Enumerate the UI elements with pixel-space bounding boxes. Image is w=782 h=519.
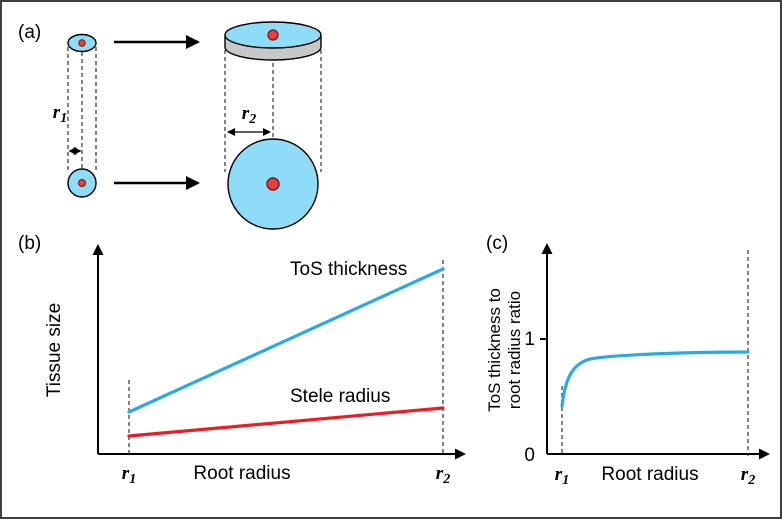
panel-c-x-axis-title: Root radius (601, 464, 698, 485)
r2-sub: 2 (747, 473, 755, 488)
panel-b-y-axis-title: Tissue size (44, 303, 65, 397)
r2-sub: 2 (248, 112, 256, 127)
r1-sub: 1 (60, 111, 67, 126)
panel-a-label: (a) (18, 22, 41, 43)
large-root-cylinder (224, 21, 322, 230)
ratio-curve (560, 350, 750, 408)
panel-c-y-axis-title-line1: ToS thickness to (485, 288, 504, 412)
panel-c-x-tick-r1: r1 (555, 464, 569, 488)
r1-label-panel-a: r1 (53, 102, 67, 126)
panel-c-y-tick-label-0: 0 (524, 445, 535, 466)
r2-base: r (242, 103, 250, 124)
panel-b-x-tick-r2: r2 (436, 463, 450, 487)
panel-c-y-axis-title: ToS thickness to root radius ratio (485, 288, 524, 412)
small-root-top-stele-dot (78, 39, 86, 47)
r2-base: r (741, 464, 749, 485)
panel-c-label: (c) (486, 233, 508, 254)
tos-thickness-series-label: ToS thickness (290, 259, 407, 280)
r2-sub: 2 (442, 472, 450, 487)
stele-radius-series-label: Stele radius (290, 386, 390, 407)
r1-sub: 1 (562, 473, 569, 488)
r2-label-panel-a: r2 (242, 103, 256, 127)
large-root-stele-dot (266, 177, 280, 191)
panel-c-y-axis-title-line2: root radius ratio (505, 291, 524, 409)
panel-c-y-tick-label-1: 1 (524, 329, 535, 350)
small-root-cylinder (67, 33, 97, 198)
small-root-stele-dot (78, 179, 86, 187)
r1-base: r (53, 102, 61, 123)
r1-base: r (122, 463, 130, 484)
stele-radius-line (127, 406, 445, 438)
r1-base: r (555, 464, 563, 485)
panel-b-x-tick-r1: r1 (122, 463, 136, 487)
tos-thickness-line (127, 267, 445, 414)
panel-c-x-tick-r2: r2 (741, 464, 755, 488)
large-root-top-stele-dot (267, 29, 279, 41)
r1-sub: 1 (129, 472, 136, 487)
panel-b-label: (b) (18, 233, 41, 254)
r2-base: r (436, 463, 444, 484)
panel-b-x-axis-title: Root radius (193, 463, 290, 484)
